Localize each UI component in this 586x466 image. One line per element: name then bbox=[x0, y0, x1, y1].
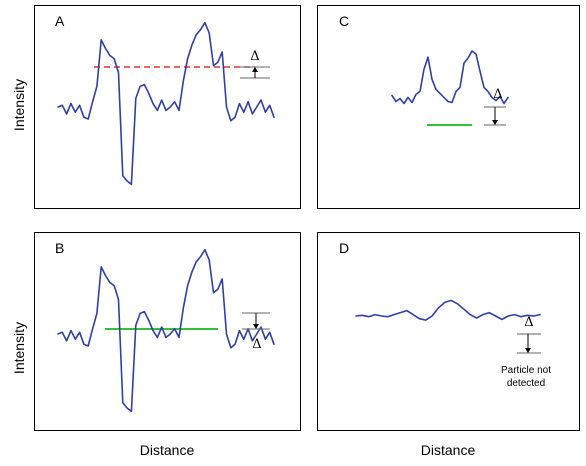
panel-a-profile-line bbox=[57, 21, 275, 186]
panel-b-delta-arrowhead bbox=[253, 324, 259, 329]
x-axis-label-left: Distance bbox=[140, 442, 195, 458]
x-axis-label-right: Distance bbox=[421, 442, 476, 458]
panel-d-delta-label: Δ bbox=[524, 315, 533, 330]
panel-d-delta-arrowhead bbox=[525, 348, 531, 353]
panel-d-note-line1: Particle not bbox=[501, 365, 551, 376]
panel-b-letter: B bbox=[55, 240, 64, 256]
panel-c-delta-label: Δ bbox=[493, 87, 502, 102]
panel-c-frame bbox=[317, 5, 580, 209]
y-axis-label-top: Intensity bbox=[11, 79, 27, 131]
panel-d-frame bbox=[317, 232, 580, 431]
panel-a-delta-arrowhead bbox=[252, 67, 258, 72]
panel-d-note-line2: detected bbox=[507, 378, 545, 389]
panel-b-frame bbox=[34, 232, 301, 431]
panel-a-letter: A bbox=[55, 13, 65, 29]
panel-b-profile-line bbox=[57, 248, 275, 413]
panel-b-delta-label: Δ bbox=[252, 337, 261, 352]
panel-d-profile-line bbox=[355, 299, 541, 321]
panel-d-letter: D bbox=[339, 240, 349, 256]
panel-c-letter: C bbox=[339, 13, 349, 29]
panel-c-delta-arrowhead bbox=[492, 120, 498, 125]
panel-c-profile-line bbox=[391, 50, 509, 105]
y-axis-label-bottom: Intensity bbox=[11, 322, 27, 374]
panel-a-frame bbox=[34, 5, 301, 209]
panel-a-delta-label: Δ bbox=[250, 49, 259, 64]
